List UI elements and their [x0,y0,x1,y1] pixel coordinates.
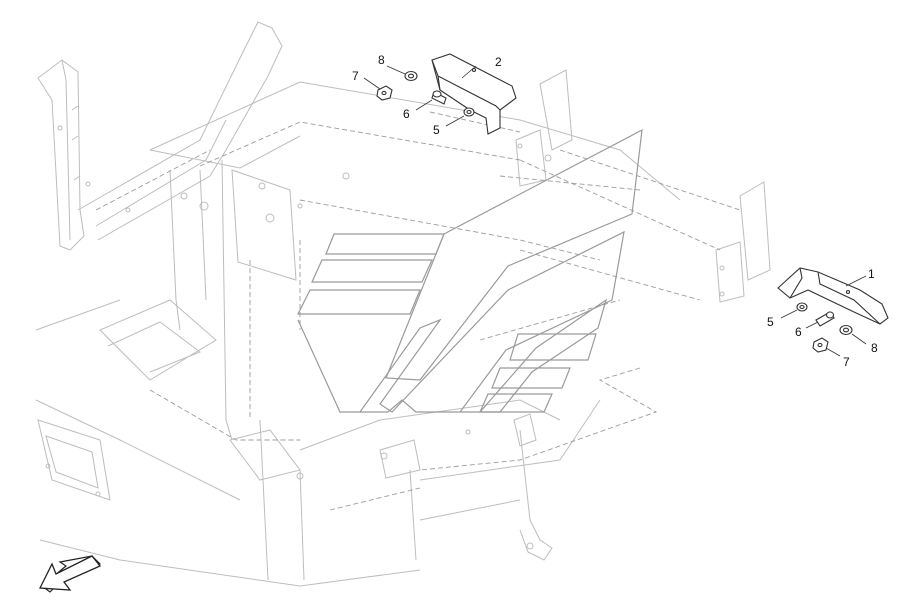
leader-8b [851,333,867,345]
part-8-washer-b [839,324,853,336]
part-1-guard-bracket [777,267,889,325]
leader-6a [415,99,433,111]
leader-2 [461,65,477,79]
callout-7a: 7 [352,69,359,83]
callout-5b: 5 [767,315,774,329]
callout-6b: 6 [795,325,802,339]
bracket-assembly-upper [363,53,517,135]
hidden-lines [95,111,741,511]
arrow-down-left-icon [38,555,102,593]
machine-frame [35,21,771,587]
part-7-nut-b [812,337,829,353]
part-2-guard-bracket [431,53,517,135]
callout-labels: 8 7 2 6 5 1 5 6 8 7 [352,53,878,369]
part-8-washer-a [404,70,418,82]
callout-2: 2 [495,55,502,69]
part-5-washer-b [796,302,808,312]
part-5-washer-a [463,107,475,117]
callout-6a: 6 [403,107,410,121]
bracket-assembly-right [777,267,889,357]
leader-5a [445,115,465,127]
part-7-nut-a [376,85,393,101]
frame-holes [45,125,725,550]
callout-5a: 5 [433,123,440,137]
brand-watermark-logo [297,128,643,413]
callout-7b: 7 [843,355,850,369]
leader-1 [845,275,867,287]
callout-1: 1 [868,267,875,281]
leader-8a [386,65,406,75]
callout-8b: 8 [871,341,878,355]
callout-8a: 8 [378,53,385,67]
leader-6b [805,321,819,329]
part-6-bolt-b [815,311,835,327]
leader-7b [825,347,841,357]
part-6-bolt-a [431,90,447,105]
leader-5b [780,309,798,319]
leader-7a [363,77,381,90]
